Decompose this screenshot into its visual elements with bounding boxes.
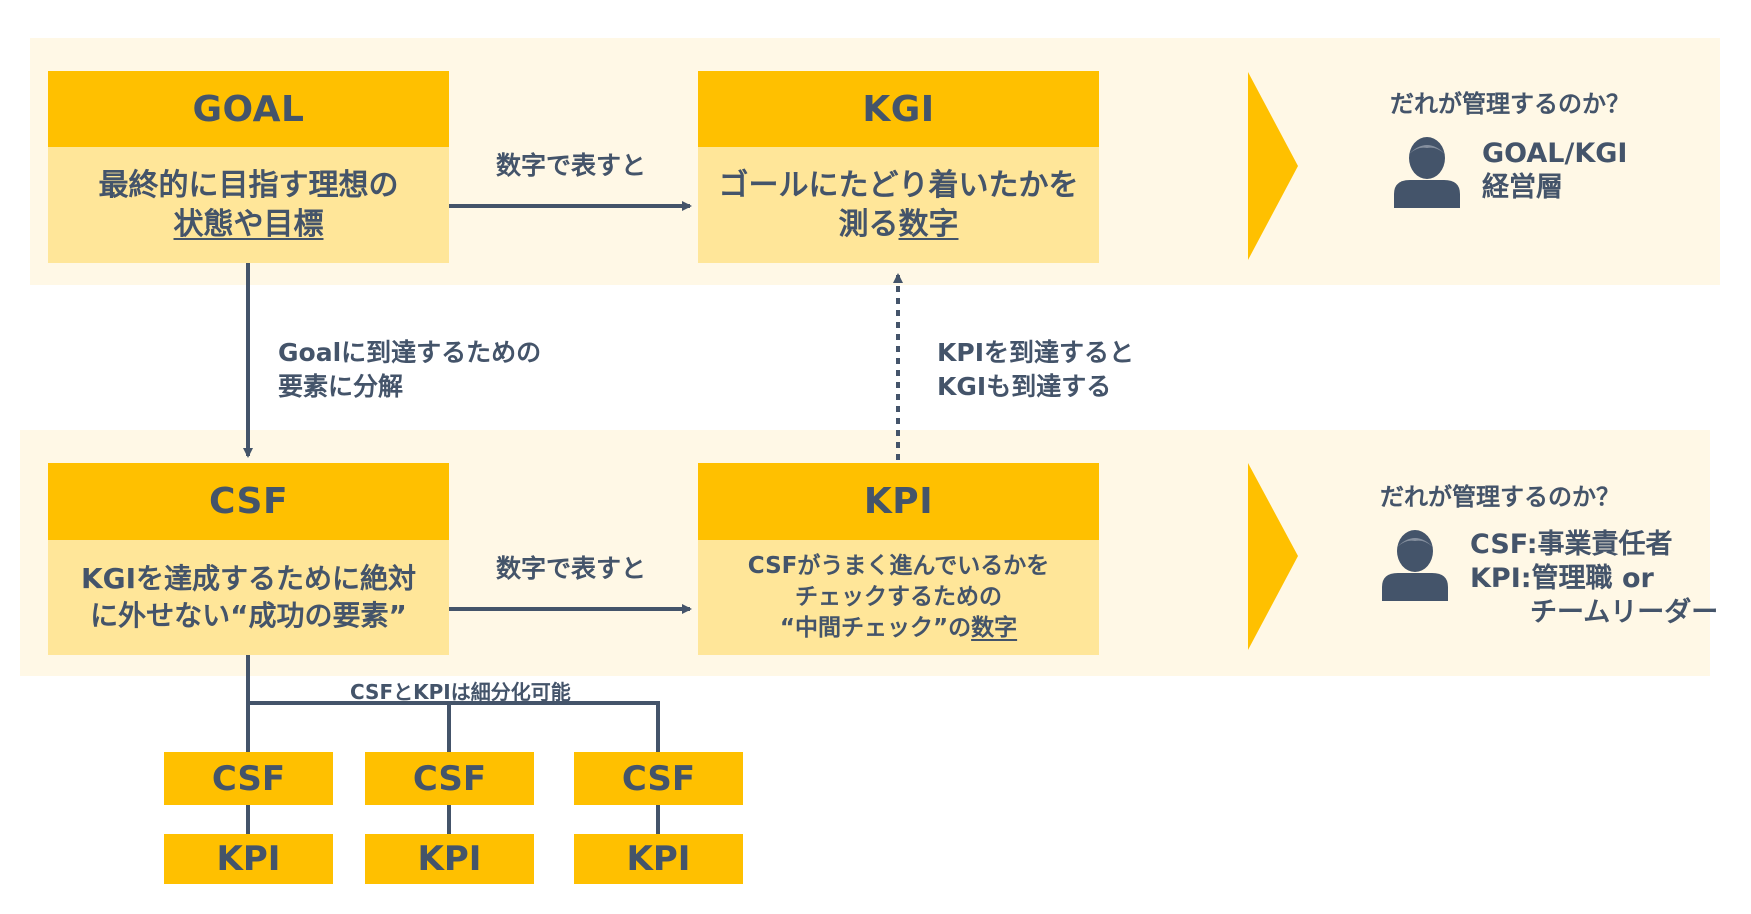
goal-body-line1: 最終的に目指す理想の bbox=[98, 168, 399, 203]
kpi-body-line2: チェックするための bbox=[795, 583, 1002, 610]
bottom-owner-line3: チームリーダー bbox=[1530, 597, 1719, 628]
kgi-body-line2: 測る数字 bbox=[839, 205, 959, 244]
bottom-owner-line1: CSF:事業責任者 bbox=[1470, 529, 1673, 560]
csf-title: CSF bbox=[48, 463, 449, 540]
sub-kpi-3: KPI bbox=[574, 834, 743, 884]
goal-box: GOAL 最終的に目指す理想の 状態や目標 bbox=[48, 71, 449, 263]
chevron-top bbox=[1248, 72, 1298, 260]
kpi-body-line1: CSFがうまく進んでいるかを bbox=[747, 552, 1050, 579]
csf-body: KGIを達成するために絶対 に外せない“成功の要素” bbox=[48, 540, 449, 655]
label-kpi-to-kgi-line2: KGIも到達する bbox=[937, 372, 1112, 401]
top-owner-text: GOAL/KGI 経営層 bbox=[1482, 137, 1627, 205]
kpi-title: KPI bbox=[698, 463, 1099, 540]
label-goal-to-kgi: 数字で表すと bbox=[496, 151, 647, 180]
label-goal-to-csf-line1: Goalに到達するための bbox=[278, 338, 542, 367]
kpi-body: CSFがうまく進んでいるかを チェックするための “中間チェック”の数字 bbox=[698, 540, 1099, 655]
kgi-body: ゴールにたどり着いたかを 測る数字 bbox=[698, 147, 1099, 263]
label-goal-to-csf-line2: 要素に分解 bbox=[278, 372, 404, 401]
sub-csf-3: CSF bbox=[574, 752, 743, 805]
csf-body-line1: KGIを達成するために絶対 bbox=[80, 562, 417, 596]
sub-kpi-1: KPI bbox=[164, 834, 333, 884]
sub-csf-2: CSF bbox=[365, 752, 534, 805]
kpi-body-line3-plain: “中間チェック”の bbox=[779, 615, 972, 642]
csf-box: CSF KGIを達成するために絶対 に外せない“成功の要素” bbox=[48, 463, 449, 655]
top-owner-question: だれが管理するのか？ bbox=[1390, 90, 1630, 118]
kpi-body-line3-underlined: 数字 bbox=[971, 615, 1018, 642]
person-icon bbox=[1382, 530, 1448, 601]
label-kpi-to-kgi-line1: KPIを到達すると bbox=[937, 338, 1134, 367]
kgi-title: KGI bbox=[698, 71, 1099, 147]
label-goal-to-csf: Goalに到達するための 要素に分解 bbox=[278, 336, 541, 404]
goal-body: 最終的に目指す理想の 状態や目標 bbox=[48, 147, 449, 263]
breakdown-label: CSFとKPIは細分化可能 bbox=[350, 680, 571, 704]
person-icon bbox=[1394, 137, 1460, 208]
bottom-owner-question: だれが管理するのか？ bbox=[1380, 483, 1620, 511]
sub-csf-1: CSF bbox=[164, 752, 333, 805]
kpi-body-line3: “中間チェック”の数字 bbox=[780, 613, 1017, 644]
kgi-body-line2-plain: 測る bbox=[838, 207, 899, 242]
chevron-bottom bbox=[1248, 463, 1298, 650]
kgi-body-line2-underlined: 数字 bbox=[898, 207, 959, 242]
goal-title: GOAL bbox=[48, 71, 449, 147]
csf-body-line2: に外せない“成功の要素” bbox=[90, 598, 407, 632]
sub-kpi-2: KPI bbox=[365, 834, 534, 884]
kgi-box: KGI ゴールにたどり着いたかを 測る数字 bbox=[698, 71, 1099, 263]
kpi-box: KPI CSFがうまく進んでいるかを チェックするための “中間チェック”の数字 bbox=[698, 463, 1099, 655]
top-owner-line2: 経営層 bbox=[1482, 172, 1563, 203]
bottom-owner-text: CSF:事業責任者 KPI:管理職 or チームリーダー bbox=[1470, 528, 1718, 630]
goal-body-line2: 状態や目標 bbox=[173, 207, 324, 242]
top-owner-line1: GOAL/KGI bbox=[1482, 138, 1628, 169]
bottom-owner-line2: KPI:管理職 or bbox=[1470, 563, 1654, 594]
label-kpi-to-kgi: KPIを到達すると KGIも到達する bbox=[937, 336, 1134, 404]
label-csf-to-kpi: 数字で表すと bbox=[496, 554, 647, 583]
kgi-body-line1: ゴールにたどり着いたかを bbox=[718, 168, 1079, 203]
